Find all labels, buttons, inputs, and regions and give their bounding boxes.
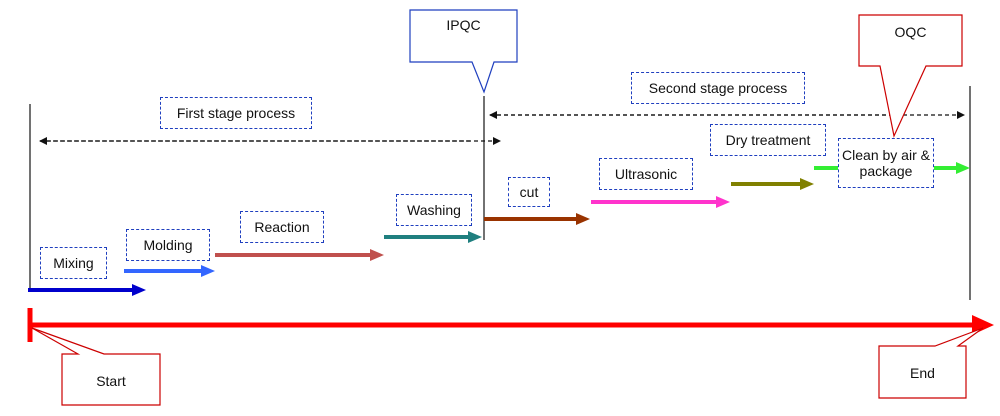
end-callout-text: End bbox=[910, 365, 935, 381]
ipqc-callout-text: IPQC bbox=[446, 17, 481, 33]
step-arrow-molding bbox=[124, 265, 215, 277]
step-label-dry-treatment: Dry treatment bbox=[710, 124, 826, 156]
oqc-callout-text: OQC bbox=[894, 24, 927, 40]
step-arrow-reaction bbox=[215, 249, 384, 261]
step-label-cut: cut bbox=[508, 177, 550, 207]
step-arrow-dry-treatment bbox=[731, 178, 814, 190]
end-callout-shape bbox=[878, 327, 984, 399]
step-label-washing: Washing bbox=[396, 194, 472, 226]
step-label-reaction: Reaction bbox=[240, 211, 324, 243]
step-label-molding: Molding bbox=[126, 229, 210, 261]
step-label-clean-package: Clean by air & package bbox=[838, 138, 934, 188]
step-label-mixing: Mixing bbox=[40, 247, 107, 279]
step-arrow-cut bbox=[484, 213, 590, 225]
main-timeline-arrow bbox=[27, 308, 994, 342]
start-callout-text: Start bbox=[96, 373, 126, 389]
first-stage-label: First stage process bbox=[160, 97, 312, 129]
step-arrow-washing bbox=[384, 231, 482, 243]
step-arrow-mixing bbox=[28, 284, 146, 296]
second-stage-label: Second stage process bbox=[631, 72, 805, 104]
oqc-callout-shape bbox=[858, 14, 963, 138]
step-label-ultrasonic: Ultrasonic bbox=[599, 158, 693, 190]
start-callout-shape bbox=[31, 327, 161, 406]
ipqc-callout-shape bbox=[409, 9, 518, 94]
step-arrow-ultrasonic bbox=[591, 196, 730, 208]
